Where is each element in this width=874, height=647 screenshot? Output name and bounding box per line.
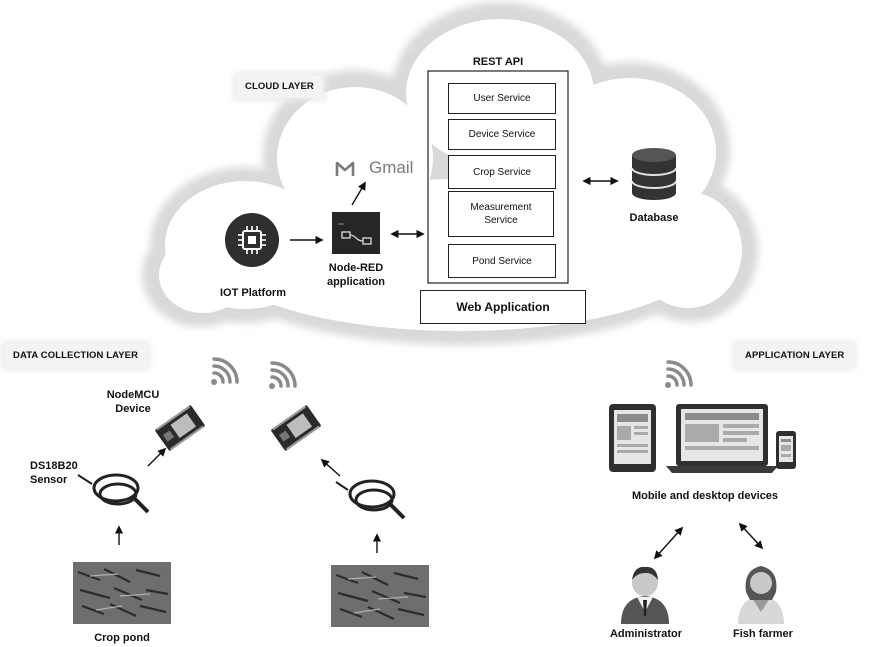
devices-label: Mobile and desktop devices [631,490,779,502]
wifi-icon-3 [665,360,693,388]
node-red-label: Node-RED application [316,261,396,289]
crop-service-box: Crop Service [448,155,556,189]
node-red-label-line2: application [326,276,386,288]
sensor-label-line1: DS18B20 [30,460,78,472]
phone-icon [776,431,796,469]
nodemcu-label: NodeMCU Device [95,388,171,416]
application-layer-tag: APPLICATION LAYER [736,344,854,367]
node-red-label-line1: Node-RED [328,262,384,274]
pond-service-box: Pond Service [448,244,556,278]
rest-api-title: REST API [472,56,524,68]
database-label: Database [629,212,679,224]
tablet-icon [609,404,656,472]
database-icon [631,148,677,200]
arrow-farmer-devices [738,522,764,550]
cloud-layer-tag: CLOUD LAYER [236,75,323,98]
device-service-box: Device Service [448,119,556,150]
administrator-avatar [621,566,669,624]
measurement-service-box: Measurement Service [448,191,554,237]
crop-pond-label: Crop pond [94,632,150,644]
arrow-sensor2-to-nodemcu [320,458,341,477]
nodemcu-board-2 [271,405,321,451]
arrow-sensor1-to-nodemcu [147,447,167,467]
crop-pond-photo-1 [73,562,171,624]
ds18b20-sensor-2 [335,479,406,520]
node-red-icon [332,212,380,254]
nodemcu-label-line1: NodeMCU [106,389,160,401]
sensor-label-line2: Sensor [30,474,68,486]
rest-api-box [427,70,569,284]
crop-pond-photo-2 [331,565,429,627]
fish-farmer-label: Fish farmer [733,628,793,640]
wifi-icon-2 [269,361,297,389]
gmail-logo [335,161,355,176]
user-service-box: User Service [448,83,556,114]
nodemcu-board-1 [155,405,205,451]
nodemcu-label-line2: Device [115,403,151,415]
ds18b20-sensor-1 [77,473,150,514]
arrow-admin-devices [653,526,684,560]
web-application-box: Web Application [420,290,586,324]
iot-platform-label: IOT Platform [219,287,286,299]
iot-platform-icon [225,213,279,267]
sensor-label: DS18B20 Sensor [30,459,100,487]
wifi-icon-1 [211,357,239,385]
laptop-icon [666,404,778,473]
arrow-nodered-to-gmail [351,181,366,206]
fish-farmer-avatar [738,566,784,624]
gmail-label: Gmail [369,158,414,177]
administrator-label: Administrator [609,628,683,640]
data-collection-layer-tag: DATA COLLECTION LAYER [4,344,148,367]
